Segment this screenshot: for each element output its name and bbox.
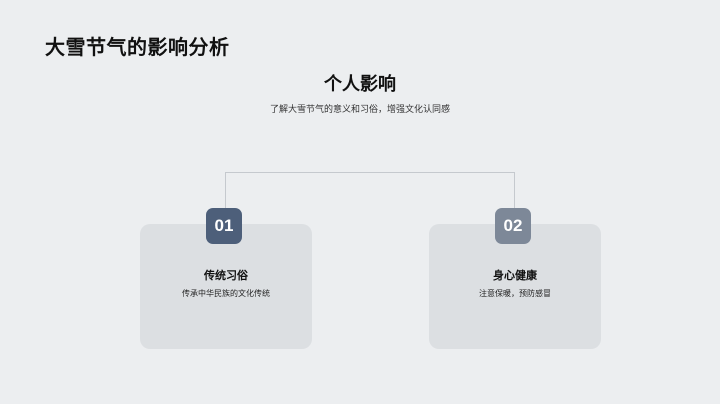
card-traditional-customs: 传统习俗 传承中华民族的文化传统 [140,224,312,349]
badge-number-02: 02 [495,208,531,244]
connector-line-horizontal [225,172,515,173]
slide-title: 大雪节气的影响分析 [45,35,230,59]
connector-line-left [225,172,226,209]
card-title: 传统习俗 [204,269,248,282]
connector-line-right [514,172,515,209]
card-title: 身心健康 [493,269,537,282]
section-title: 个人影响 [324,74,396,95]
card-description: 传承中华民族的文化传统 [182,289,270,298]
section-description: 了解大雪节气的意义和习俗，增强文化认同感 [269,105,450,115]
badge-number-01: 01 [206,208,242,244]
card-physical-mental-health: 身心健康 注意保暖，预防感冒 [429,224,601,349]
card-description: 注意保暖，预防感冒 [479,289,551,298]
